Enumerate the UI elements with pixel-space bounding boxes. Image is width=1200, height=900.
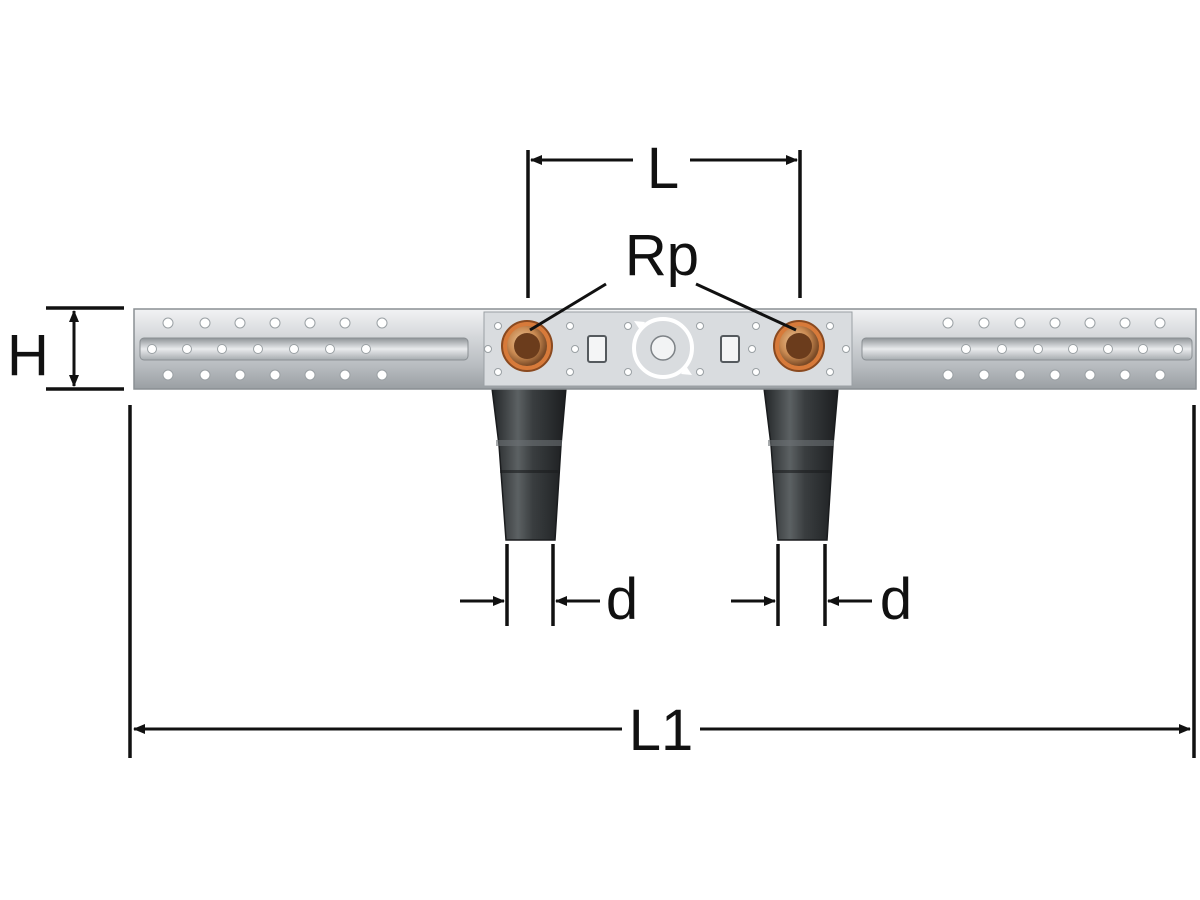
rail-hole xyxy=(1154,369,1166,381)
rail-hole xyxy=(339,317,351,329)
rail-hole xyxy=(289,344,299,354)
label-d-right: d xyxy=(880,567,912,632)
rail-hole xyxy=(1033,344,1043,354)
label-h: H xyxy=(7,323,49,388)
label-d-left: d xyxy=(606,567,638,632)
threaded-socket-right xyxy=(773,320,825,372)
dimension-l: L xyxy=(526,136,802,298)
rail-hole xyxy=(624,322,632,330)
dimension-h: H xyxy=(7,306,124,391)
rail-hole xyxy=(376,369,388,381)
dimension-l1: L1 xyxy=(128,405,1196,763)
rail-hole xyxy=(1014,369,1026,381)
rail-hole xyxy=(484,345,492,353)
rail-hole xyxy=(1049,317,1061,329)
rail-hole xyxy=(1084,369,1096,381)
rail-hole xyxy=(361,344,371,354)
rail-hole xyxy=(376,317,388,329)
rail-hole xyxy=(1049,369,1061,381)
rail-hole xyxy=(942,369,954,381)
rail-hole xyxy=(162,369,174,381)
rail-hole xyxy=(566,322,574,330)
rail-hole xyxy=(566,368,574,376)
label-rp: Rp xyxy=(625,223,699,288)
rail-hole xyxy=(1103,344,1113,354)
rail-hole xyxy=(1014,317,1026,329)
rail-hole xyxy=(1138,344,1148,354)
rail-perforations xyxy=(147,317,1183,381)
rail-hole xyxy=(182,344,192,354)
rail-hole xyxy=(162,317,174,329)
rail-hole xyxy=(217,344,227,354)
pipe-stub-right xyxy=(763,387,839,541)
label-l: L xyxy=(647,136,679,201)
rail-hole xyxy=(1068,344,1078,354)
rail-hole xyxy=(997,344,1007,354)
rail-hole xyxy=(304,369,316,381)
rail-hole xyxy=(269,369,281,381)
rail-hole xyxy=(494,322,502,330)
dimension-rp: Rp xyxy=(529,223,797,332)
rail-hole xyxy=(961,344,971,354)
rail-hole xyxy=(696,368,704,376)
rail-hole xyxy=(942,317,954,329)
dimension-d-right: d xyxy=(731,544,912,632)
rail-hole xyxy=(752,322,760,330)
rail-hole xyxy=(978,369,990,381)
rail-hole xyxy=(304,317,316,329)
rail-hole xyxy=(842,345,850,353)
rail-hole xyxy=(624,368,632,376)
label-l1: L1 xyxy=(629,698,694,763)
rail-hole xyxy=(826,322,834,330)
rail-hole xyxy=(325,344,335,354)
threaded-socket-left xyxy=(501,320,553,372)
dimension-d-left: d xyxy=(460,544,638,632)
rail-hole xyxy=(978,317,990,329)
rail-hole xyxy=(253,344,263,354)
rail-hole xyxy=(571,345,579,353)
rail-hole xyxy=(1119,369,1131,381)
rail-hole xyxy=(1154,317,1166,329)
rail-hole xyxy=(826,368,834,376)
rail-hole xyxy=(269,317,281,329)
rail-hole xyxy=(199,317,211,329)
rail-hole xyxy=(339,369,351,381)
rail-hole xyxy=(199,369,211,381)
rail-hole xyxy=(494,368,502,376)
rail-hole xyxy=(234,317,246,329)
rail-hole xyxy=(752,368,760,376)
rail-hole xyxy=(1119,317,1131,329)
rail-hole xyxy=(748,345,756,353)
rotation-arrow-icon xyxy=(587,317,740,379)
rail-hole xyxy=(234,369,246,381)
pipe-stub-left xyxy=(491,387,567,541)
rail-hole xyxy=(1173,344,1183,354)
rail-hole xyxy=(1084,317,1096,329)
rail-hole xyxy=(147,344,157,354)
rail-hole xyxy=(696,322,704,330)
